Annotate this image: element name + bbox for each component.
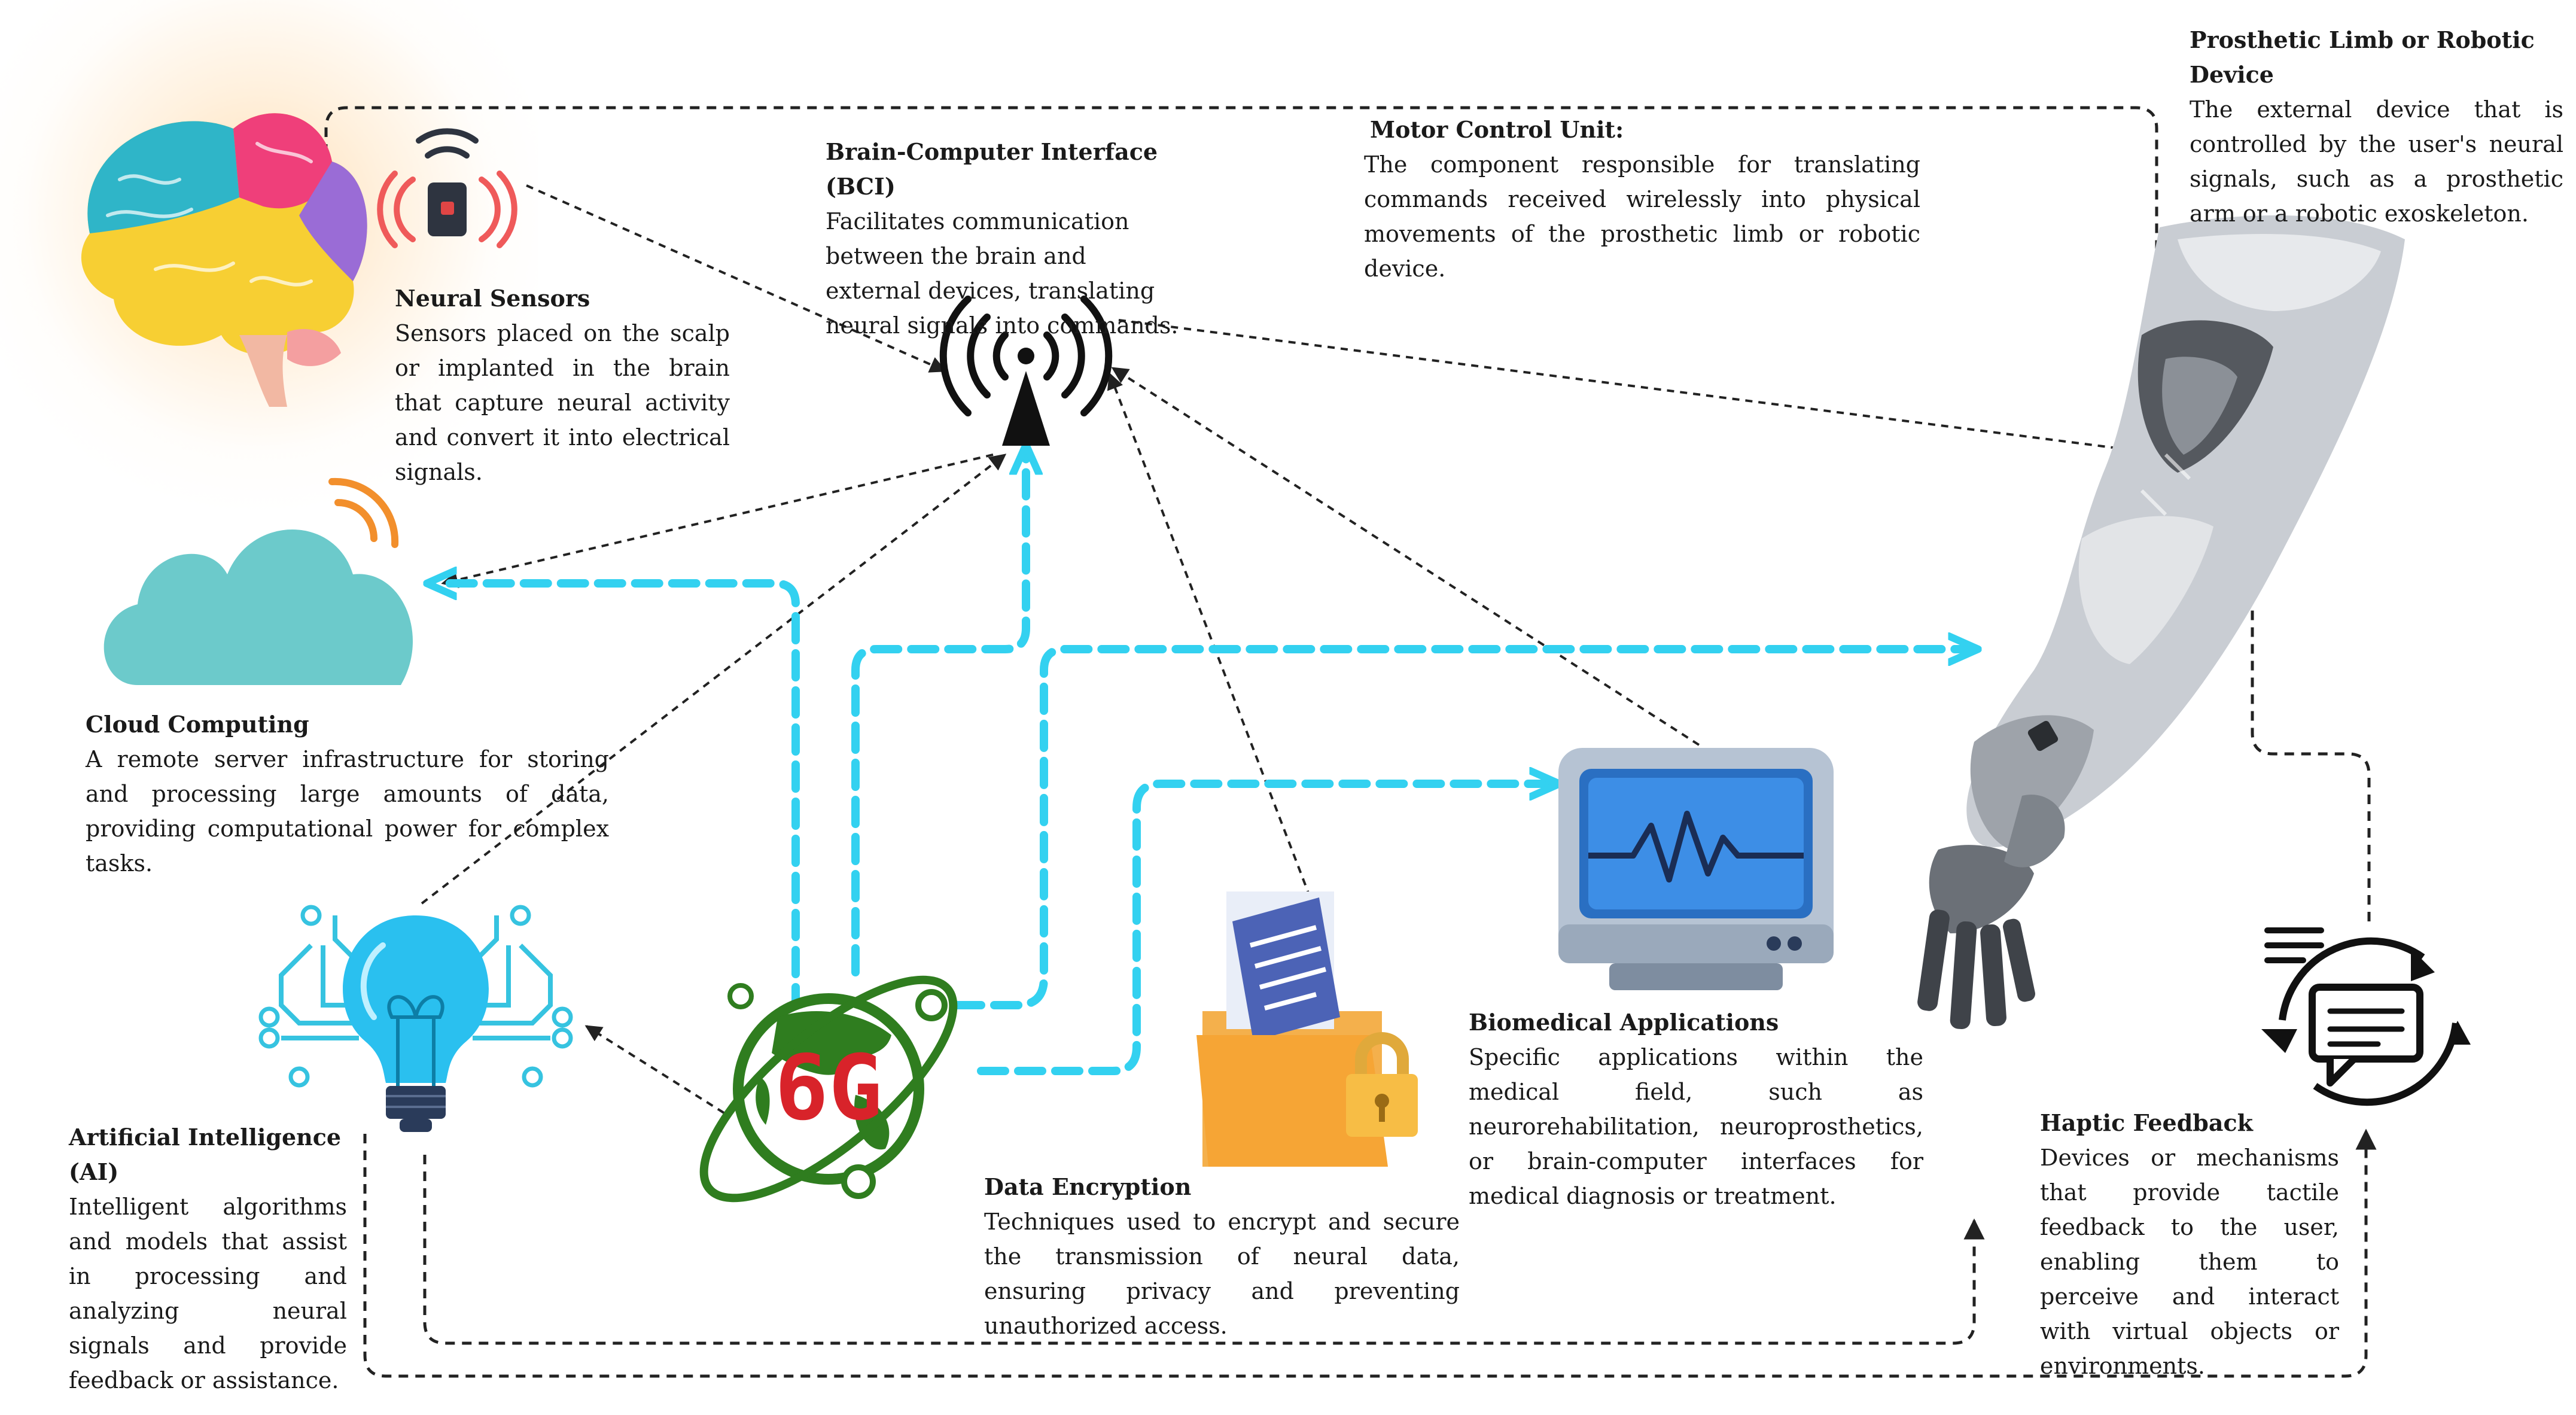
black-connectors [421, 184, 2170, 1114]
motor-control-title: Motor Control Unit: [1370, 116, 1624, 143]
hub-to-arm [953, 649, 1968, 1009]
bci-title: Brain-Computer Interface (BCI) [826, 138, 1158, 200]
haptic-desc: Devices or mechanisms that provide tacti… [2040, 1145, 2339, 1379]
motor-control-desc: The component responsible for translatin… [1364, 151, 1920, 282]
motor-control-block: Motor Control Unit: The component respon… [1364, 112, 1920, 286]
cloud-block: Cloud Computing A remote server infrastr… [86, 707, 609, 881]
wireless-sensor-icon [377, 128, 517, 248]
bci-to-cloud [441, 454, 994, 588]
brain-icon [81, 113, 367, 407]
top-loop [324, 106, 2158, 431]
sensor-to-bci [526, 184, 947, 373]
cloud-desc: A remote server infrastructure for stori… [86, 746, 609, 877]
haptic-title: Haptic Feedback [2040, 1109, 2253, 1136]
ai-block: Artificial Intelligence (AI) Intelligent… [69, 1120, 347, 1398]
bci-block: Brain-Computer Interface (BCI) Facilitat… [826, 135, 1185, 343]
encryption-block: Data Encryption Techniques used to encry… [984, 1170, 1460, 1343]
prosthetic-title: Prosthetic Limb or Robotic Device [2190, 26, 2535, 88]
hub-label: 6G [775, 1036, 883, 1140]
loop-connectors [324, 106, 2377, 1378]
antenna-icon [939, 296, 1113, 446]
prosthetic-desc: The external device that is controlled b… [2190, 96, 2563, 227]
neural-sensors-title: Neural Sensors [395, 285, 590, 312]
biomedical-title: Biomedical Applications [1469, 1009, 1779, 1036]
hub-to-cloud [437, 583, 800, 1015]
lightbulb-icon [258, 905, 573, 1132]
bottom-inner-loop [423, 1155, 1985, 1345]
neural-sensors-block: Neural Sensors Sensors placed on the sca… [395, 281, 730, 489]
globe-6g-icon [699, 975, 958, 1203]
globe-to-ai [584, 1025, 725, 1114]
cloud-icon [103, 477, 413, 685]
ai-desc: Intelligent algorithms and models that a… [69, 1194, 347, 1393]
haptic-to-arm [2242, 557, 2371, 921]
encryption-title: Data Encryption [984, 1173, 1192, 1200]
encryption-desc: Techniques used to encrypt and secure th… [984, 1209, 1460, 1339]
cloud-title: Cloud Computing [86, 711, 309, 738]
bci-desc: Facilitates communication between the br… [826, 208, 1179, 339]
folder-lock-icon [1196, 891, 1418, 1167]
neural-sensors-desc: Sensors placed on the scalp or implanted… [395, 320, 730, 485]
haptic-block: Haptic Feedback Devices or mechanisms th… [2040, 1106, 2339, 1383]
ai-to-bci [421, 454, 1007, 905]
hub-flows [437, 455, 1968, 1075]
monitor-to-bci [1111, 367, 1700, 746]
prosthetic-block: Prosthetic Limb or Robotic Device The ex… [2190, 23, 2563, 231]
bci-to-arm [1118, 319, 2170, 461]
biomedical-block: Biomedical Applications Specific applica… [1469, 1005, 1923, 1213]
hub-to-bci [851, 455, 1026, 976]
chat-refresh-icon [2261, 927, 2471, 1106]
robotic-arm-icon [1917, 215, 2405, 1030]
monitor-icon [1558, 748, 1834, 990]
biomedical-desc: Specific applications within the medical… [1469, 1044, 1923, 1209]
folder-to-bci [1107, 372, 1311, 898]
ai-title: Artificial Intelligence (AI) [69, 1124, 342, 1185]
